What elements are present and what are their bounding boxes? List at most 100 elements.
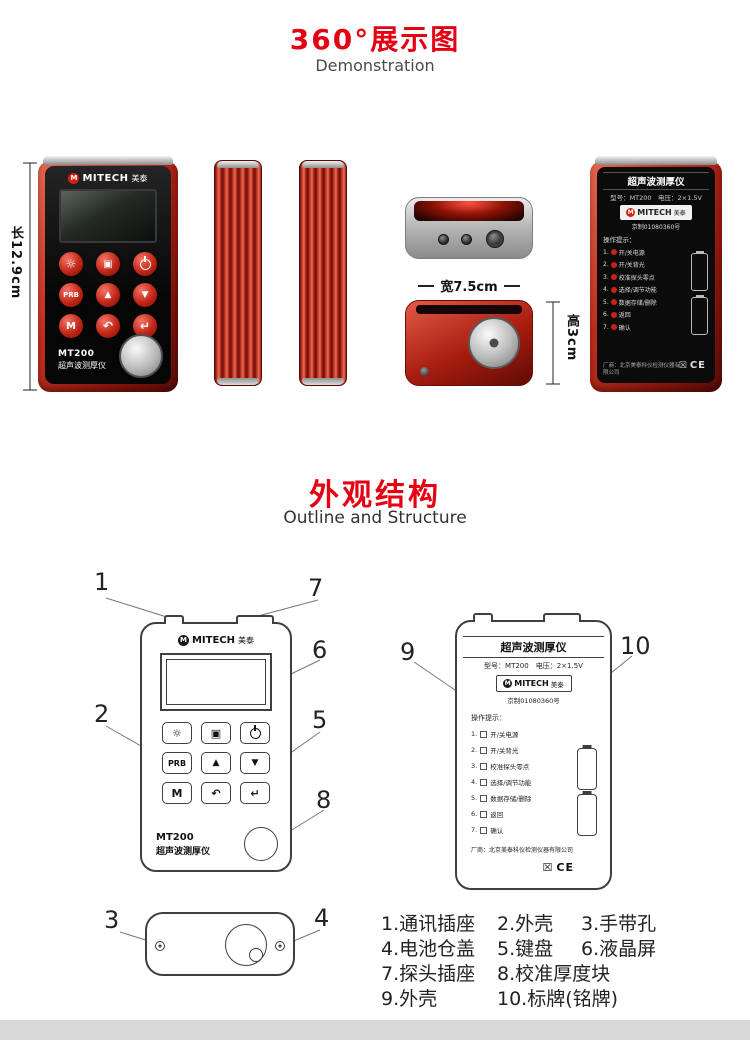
front-product-name: 超声波测厚仪 (58, 361, 106, 370)
weee-icon: ☒ (678, 360, 687, 371)
hint-text: 开/关电源 (618, 249, 645, 257)
hint-row: 6.返回 (471, 809, 559, 819)
back-label-model-line: 型号：MT200 电压：2×1.5V (484, 662, 583, 670)
hint-text: 返回 (490, 811, 504, 819)
legend-item: 8.校准厚度块 (497, 963, 611, 985)
menu-key-label: M (171, 786, 183, 800)
hint-text: 选择/调节功能 (490, 779, 532, 787)
certification-marks: ☒ CE (679, 360, 706, 371)
hint-number: 5. (603, 298, 609, 306)
device-top-photo (405, 197, 533, 259)
probe-socket-2 (461, 234, 472, 245)
hint-text: 校准探头零点 (618, 274, 655, 282)
hint-number: 6. (603, 311, 609, 318)
lcd-screen (59, 189, 157, 243)
brand-name-cn: 美泰 (673, 210, 686, 217)
brand-name-cn: 美泰 (131, 174, 148, 183)
manufacturer-line: 厂商：北京美泰科仪检测仪器有限公司 (603, 362, 681, 377)
down-arrow-icon: ▼ (251, 758, 259, 768)
backlight-icon: ☼ (65, 257, 77, 271)
front-model-text: MT200 (58, 349, 95, 359)
brand-name: MITECH (191, 635, 236, 646)
top-display-slot (414, 201, 524, 221)
hints-title: 操作提示： (603, 236, 636, 244)
hint-icon (480, 746, 488, 754)
callout-10: 10 (620, 632, 651, 660)
hint-row: 3. 校准探头零点 (471, 761, 559, 771)
hint-text: 数据存储/删除 (490, 795, 532, 803)
device-front-top-cap (43, 156, 173, 165)
bottom-slot (416, 305, 522, 314)
front-model-text: MT200 (156, 832, 194, 843)
hint-row: 6.返回 (603, 310, 687, 319)
hint-row: 7.确认 (471, 825, 559, 835)
legend-item: 2.外壳 (497, 913, 554, 935)
hint-number: 7. (603, 323, 609, 331)
back-label-model-line: 型号：MT200 电压：2×1.5V (610, 194, 702, 202)
section-360-title: 360°展示图 (289, 23, 461, 56)
down-key: ▼ (240, 752, 270, 774)
brand-logo: M MITECH 美泰 (45, 173, 171, 184)
calibration-block-bottom (468, 317, 520, 369)
brand-name: MITECH (637, 208, 672, 217)
callout-2: 2 (94, 700, 110, 728)
section-360-subtitle: Demonstration (315, 56, 435, 75)
hint-icon (480, 810, 488, 818)
hint-icon (610, 249, 617, 255)
brand-logo-icon: M (177, 635, 189, 646)
hint-number: 2. (471, 746, 478, 754)
legend-item: 4.电池仓盖 (381, 938, 476, 960)
back-key: ↶ (201, 782, 231, 804)
lcd-screen-outline (160, 653, 272, 711)
bottom-cover-drawing (145, 912, 295, 976)
brand-name: MITECH (82, 173, 129, 184)
hint-icon (480, 730, 488, 738)
screw-hole-left (155, 941, 165, 951)
hint-row: 5.数据存储/删除 (603, 298, 687, 307)
probe-socket-tab (543, 613, 581, 622)
backlight-icon: ☼ (172, 726, 182, 740)
back-label-license: 京制01080360号 (507, 697, 560, 705)
device-back-photo: 超声波测厚仪 型号：MT200 电压：2×1.5V M MITECH 美泰 京制… (590, 156, 722, 392)
power-key (133, 252, 157, 276)
power-icon (139, 258, 151, 270)
up-arrow-icon: ▲ (104, 290, 112, 300)
hint-text: 确认 (490, 827, 504, 835)
save-key: ▣ (96, 252, 120, 276)
up-key: ▲ (96, 283, 120, 307)
front-outline-drawing: M MITECH 美泰 ☼ ▣ PRB ▲ ▼ M ↶ ↵ MT200 超声波测… (140, 615, 292, 872)
hint-text: 确认 (618, 324, 631, 332)
hint-row: 4. 选择/调节功能 (603, 285, 687, 294)
side-bottom-cap (217, 378, 259, 385)
back-arrow-icon: ↶ (211, 786, 221, 800)
back-label-panel: 超声波测厚仪 型号：MT200 电压：2×1.5V M MITECH 美泰 京制… (597, 167, 715, 383)
battery-symbol (577, 748, 597, 790)
hint-text: 选择/调节功能 (618, 287, 657, 294)
hint-number: 1. (603, 248, 609, 256)
hint-icon (610, 274, 617, 280)
calibration-block-outline (225, 924, 267, 966)
save-icon: ▣ (103, 258, 113, 270)
screw-hole-right (275, 941, 285, 951)
calibration-block (119, 334, 163, 378)
manufacturer-line: 厂商：北京美泰科仪检测仪器有限公司 (471, 847, 574, 854)
legend-item: 10.标牌(铭牌) (497, 988, 619, 1010)
back-label-title: 超声波测厚仪 (463, 636, 604, 658)
battery-symbol (577, 794, 597, 836)
back-label-title: 超声波测厚仪 (603, 172, 709, 190)
probe-key-label: PRB (167, 758, 187, 768)
hint-text: 校准探头零点 (490, 763, 530, 771)
hint-row: 1.开/关电源 (471, 729, 559, 739)
battery-symbol (691, 297, 708, 335)
hint-row: 7. 确认 (603, 323, 687, 332)
hint-number: 3. (471, 762, 478, 770)
hint-icon (610, 299, 617, 305)
dimension-line-left (418, 284, 435, 287)
hint-number: 4. (603, 286, 609, 293)
dimension-line-right (503, 284, 520, 287)
down-key: ▼ (133, 283, 157, 307)
device-side-photo-1 (214, 160, 262, 386)
callout-8: 8 (316, 786, 332, 814)
